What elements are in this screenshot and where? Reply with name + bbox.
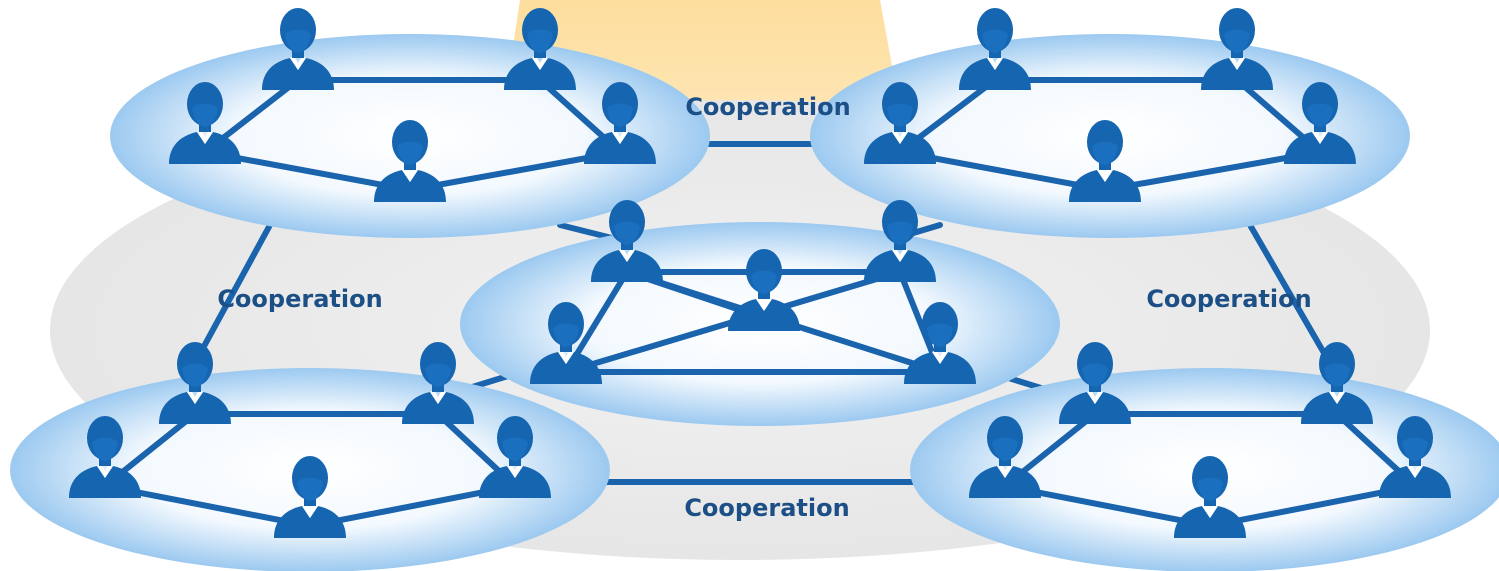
label-cooperation-left: Cooperation xyxy=(217,285,382,313)
cooperation-labels: Cooperation Cooperation Cooperation Coop… xyxy=(217,93,1311,522)
link-right xyxy=(1247,222,1338,375)
label-cooperation-bottom: Cooperation xyxy=(684,494,849,522)
label-cooperation-top: Cooperation xyxy=(685,93,850,121)
label-cooperation-right: Cooperation xyxy=(1146,285,1311,313)
